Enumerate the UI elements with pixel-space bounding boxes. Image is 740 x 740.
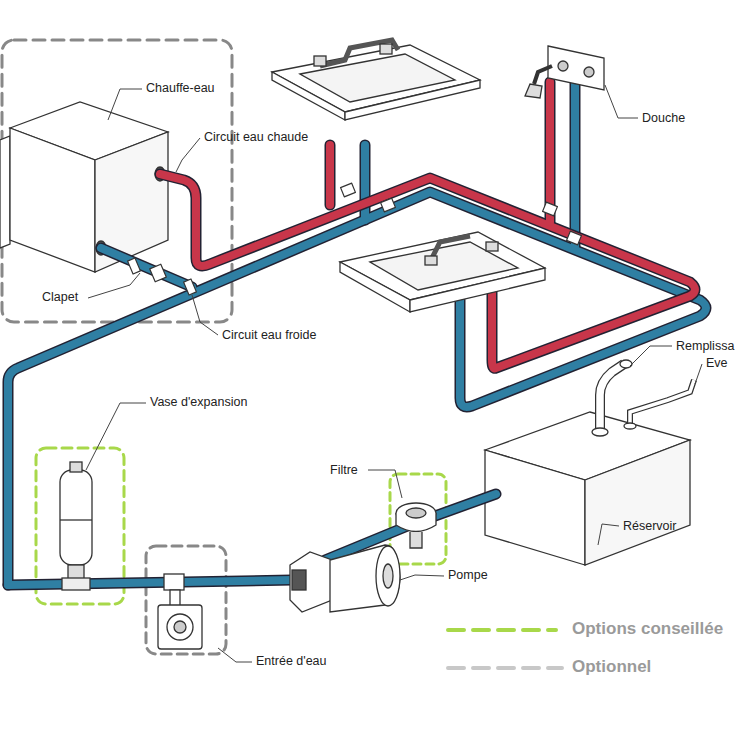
callout-label: Clapet [42,291,78,305]
callout-label: Pompe [448,569,488,583]
legend-text: Options conseillée [572,620,723,639]
callout-label: Vase d'expansion [150,396,247,410]
callout-label: Circuit eau chaude [204,131,308,145]
callout-label: Entrée d'eau [256,655,327,669]
callout-label: Eve [706,357,728,371]
callout-label: Douche [642,112,685,126]
legend-text: Optionnel [572,658,651,677]
callout-label: Remplissa [676,340,734,354]
callout-label: Filtre [330,464,358,478]
callout-label: Circuit eau froide [222,329,317,343]
callout-label: Chauffe-eau [146,82,215,96]
callout-label: Réservoir [623,520,677,534]
